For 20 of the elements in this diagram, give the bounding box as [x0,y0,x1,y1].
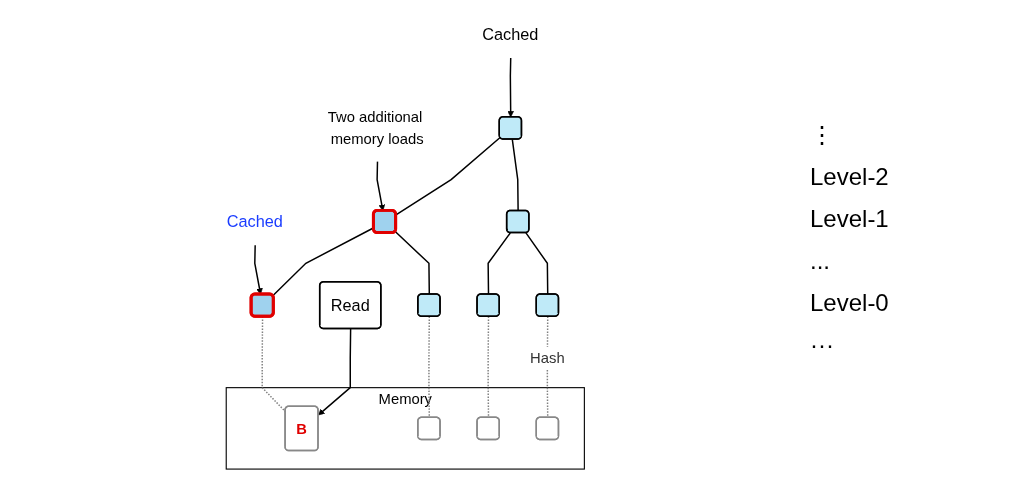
text-label: Level-1 [810,204,890,233]
node-text: Cached [226,211,283,231]
connector [395,136,501,216]
node-text: Two additional memory loads [327,108,424,147]
text-label: ... [810,246,831,275]
arrow [318,327,352,415]
connector [511,138,519,211]
text-label: Level-2 [810,162,890,191]
connector [487,315,490,418]
arrow [507,56,514,117]
connector [546,315,549,418]
connector [428,315,431,418]
connector [525,231,549,295]
edge-label: Hash [530,349,565,366]
text-label: ⋮ [810,120,835,149]
node-text: Cached [482,24,539,43]
connector [487,231,511,295]
connector [394,230,431,295]
text-label: ··· [810,330,835,359]
text-label: Level-0 [810,288,890,317]
